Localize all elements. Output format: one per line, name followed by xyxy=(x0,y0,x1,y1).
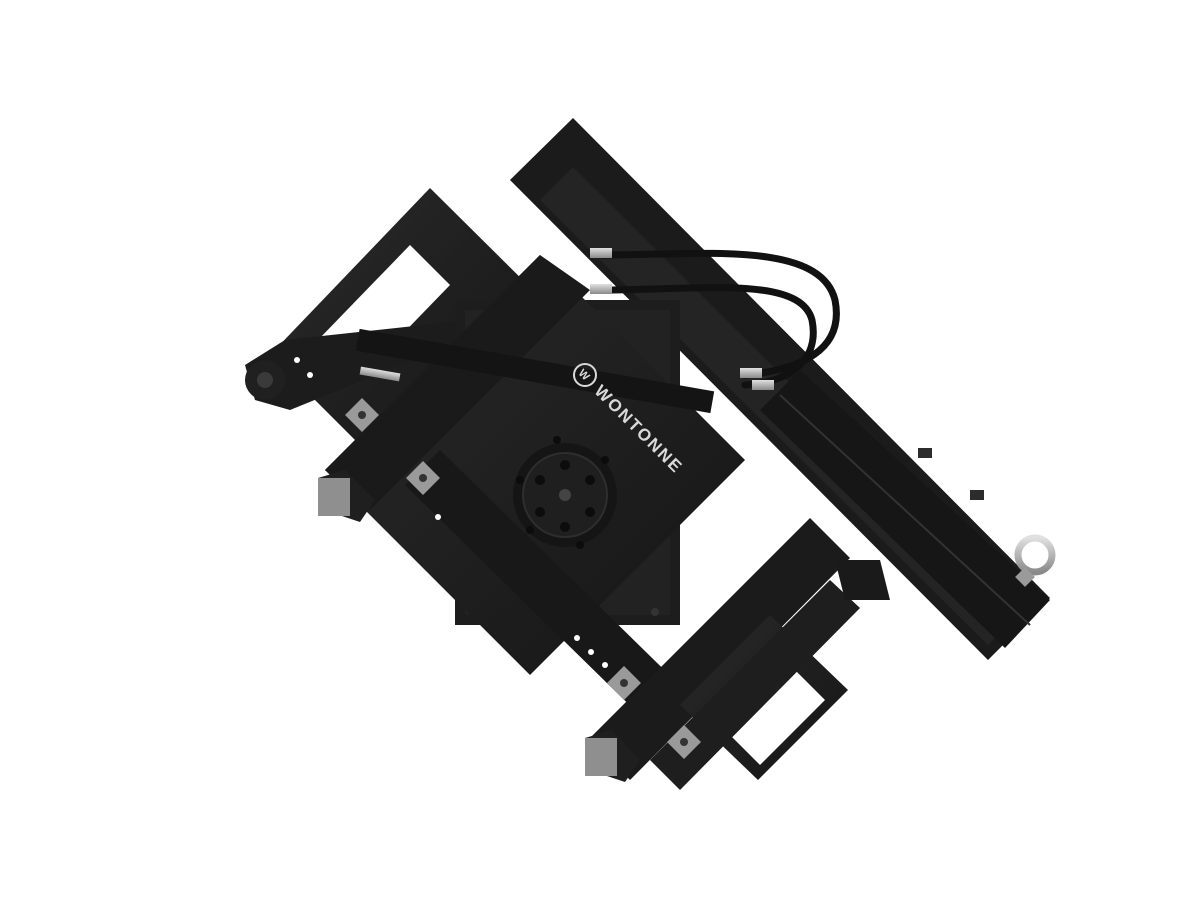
lifting-eye-icon xyxy=(1014,534,1056,587)
hydraulic-cylinder xyxy=(355,328,715,414)
clamp-pads xyxy=(318,470,640,782)
front-carriage-plate: W WONTONNE xyxy=(325,255,745,740)
turntable xyxy=(513,443,617,547)
brand-logo-icon xyxy=(573,363,597,387)
clamp-pad-icon xyxy=(318,478,350,516)
pivot-pin-icon xyxy=(257,372,273,388)
lower-fork-arm xyxy=(405,450,700,740)
lower-right-fork-frame xyxy=(590,518,890,790)
hydraulic-hoses xyxy=(590,248,840,390)
hose-fitting-icon xyxy=(590,248,612,258)
